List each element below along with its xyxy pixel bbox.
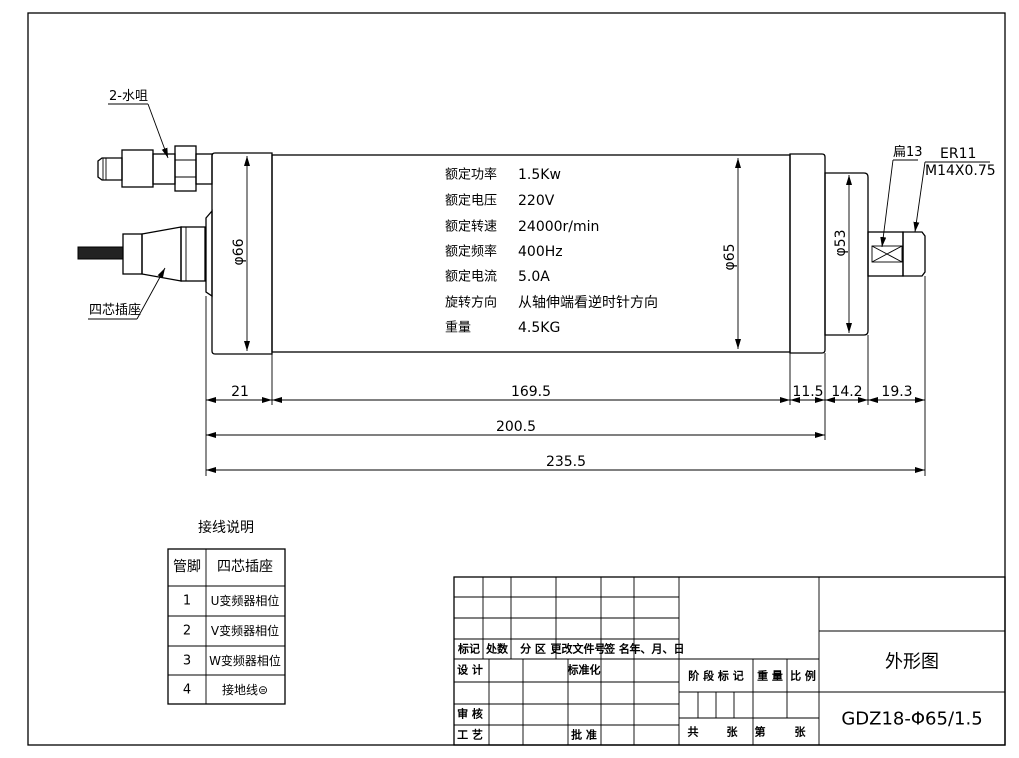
- front-ring: [789, 153, 826, 354]
- extension-lines: [205, 276, 926, 476]
- sheets-unit-label: 张: [727, 725, 739, 739]
- spec-label: 额定频率: [445, 244, 497, 260]
- rev-header-zone: 分 区: [520, 642, 546, 656]
- spec-value: 1.5Kw: [518, 167, 561, 183]
- dim-shaft-length: 19.3: [881, 384, 912, 400]
- wiring-pin: 2: [183, 624, 191, 639]
- dim-rear-cap-diameter: φ66: [231, 238, 247, 265]
- spec-label: 额定电压: [445, 194, 497, 209]
- drawing-name: 外形图: [885, 652, 939, 673]
- collet-nut: [902, 231, 926, 277]
- wiring-desc: U变频器相位: [211, 593, 280, 608]
- front-nose: [824, 172, 869, 336]
- rear-cap: [211, 152, 273, 355]
- label-water-nozzle: 2-水咀: [109, 89, 148, 104]
- flat-symbol: [871, 245, 903, 263]
- wiring-header-pin: 管脚: [173, 559, 201, 575]
- wiring-desc: 接地线⊜: [222, 682, 268, 697]
- dim-body-length: 169.5: [511, 384, 551, 400]
- standardize-label: 标准化: [567, 663, 601, 677]
- water-nozzle: [97, 145, 213, 192]
- wiring-table: 管脚 四芯插座 1 U变频器相位 2 V变频器相位 3 W变频器相位 4 接地线⊜: [167, 548, 286, 705]
- dim-nose-diameter: φ53: [833, 229, 849, 256]
- spec-value: 220V: [518, 193, 555, 209]
- rev-header-doc: 更改文件号: [551, 642, 606, 656]
- label-connector: 四芯插座: [89, 303, 141, 318]
- four-pin-connector: [77, 209, 213, 298]
- drawing-frame: [27, 12, 1006, 746]
- spec-label: 旋转方向: [445, 295, 497, 311]
- drawing-number: GDZ18-Φ65/1.5: [841, 709, 982, 730]
- dim-body-diameter: φ65: [722, 243, 738, 270]
- wiring-pin: 3: [183, 654, 191, 669]
- rev-header-count: 处数: [485, 642, 509, 656]
- wiring-pin: 1: [183, 594, 191, 609]
- spec-label: 重量: [445, 320, 471, 336]
- dim-overall-length: 235.5: [546, 454, 586, 470]
- total-sheets-label: 共: [688, 725, 699, 739]
- spindle-shaft: [867, 231, 904, 277]
- linear-dimensions: 21 169.5 11.5 14.2 19.3 200.5 235.5: [206, 384, 925, 473]
- spec-value: 400Hz: [518, 244, 563, 260]
- spec-value: 5.0A: [518, 269, 550, 285]
- dim-nose-length: 14.2: [831, 384, 862, 400]
- spec-value: 4.5KG: [518, 320, 560, 336]
- title-block: 标记 处数 分 区 更改文件号 签 名 年、月、日 设 计 标准化 审 核 工 …: [453, 576, 1006, 746]
- spec-label: 额定转速: [445, 220, 497, 235]
- sheet-unit-label: 张: [795, 725, 807, 739]
- stage-mark-label: 阶 段 标 记: [688, 669, 744, 683]
- review-label: 审 核: [457, 707, 483, 721]
- label-collet: ER11: [940, 146, 976, 162]
- label-flat: 扁13: [893, 145, 923, 160]
- rev-header-sign: 签 名: [603, 642, 630, 656]
- design-label: 设 计: [457, 663, 483, 677]
- rev-header-mark: 标记: [457, 642, 480, 656]
- spec-value: 从轴伸端看逆时针方向: [518, 295, 658, 311]
- weight-label: 重 量: [757, 669, 783, 683]
- dim-front-ring-length: 11.5: [792, 384, 823, 400]
- spec-list: 额定功率 1.5Kw 额定电压 220V 额定转速 24000r/min 额定频率 400Hz…: [445, 167, 658, 337]
- spec-value: 24000r/min: [518, 219, 599, 235]
- wiring-desc: V变频器相位: [211, 623, 279, 638]
- wiring-pin: 4: [183, 683, 191, 698]
- approve-label: 批 准: [571, 728, 597, 742]
- rev-header-date: 年、月、日: [630, 642, 685, 656]
- scale-label: 比 例: [790, 669, 816, 683]
- wiring-header-connector: 四芯插座: [217, 559, 273, 575]
- spec-label: 额定功率: [445, 167, 497, 183]
- sheet-no-label: 第: [755, 725, 766, 739]
- wiring-title: 接线说明: [198, 519, 254, 536]
- dim-rear-cap-length: 21: [231, 384, 249, 400]
- dim-housing-length: 200.5: [496, 419, 536, 435]
- process-label: 工 艺: [457, 728, 483, 742]
- label-thread: M14X0.75: [925, 163, 996, 179]
- wiring-desc: W变频器相位: [209, 653, 281, 668]
- spec-label: 额定电流: [445, 270, 497, 285]
